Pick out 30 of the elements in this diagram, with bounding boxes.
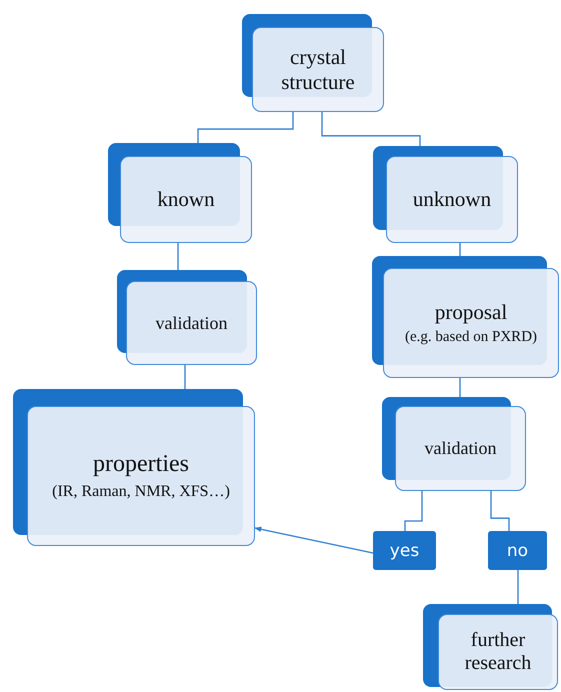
answer-tag: no: [488, 531, 547, 570]
process-card: [373, 146, 518, 243]
node-title: validation: [156, 312, 228, 334]
node-note: (IR, Raman, NMR, XFS…): [52, 482, 230, 502]
process-card: [242, 14, 384, 112]
answer-tag: yes: [373, 531, 436, 570]
connector-line: [197, 112, 294, 143]
connector-line: [490, 491, 510, 531]
node-note: (e.g. based on PXRD): [404, 328, 538, 346]
node-title: known: [157, 187, 215, 212]
process-card: [13, 389, 255, 546]
process-card: [382, 397, 526, 491]
connector-line: [459, 378, 461, 397]
connector-line: [321, 112, 421, 146]
node-title: proposal: [434, 300, 508, 324]
process-card: [372, 256, 559, 378]
connector-line: [459, 243, 461, 256]
node-title: validation: [424, 438, 496, 459]
node-title: further research: [464, 629, 532, 675]
process-card: [108, 143, 252, 243]
node-title: crystal structure: [280, 45, 356, 94]
connector-line: [517, 570, 519, 604]
connector-line: [177, 243, 179, 270]
connector-line: [404, 491, 423, 531]
process-card: [117, 270, 257, 365]
process-card: [423, 604, 558, 690]
node-title: unknown: [412, 187, 492, 212]
node-title: properties: [93, 450, 189, 478]
arrow: [254, 526, 374, 554]
connector-line: [184, 365, 186, 389]
